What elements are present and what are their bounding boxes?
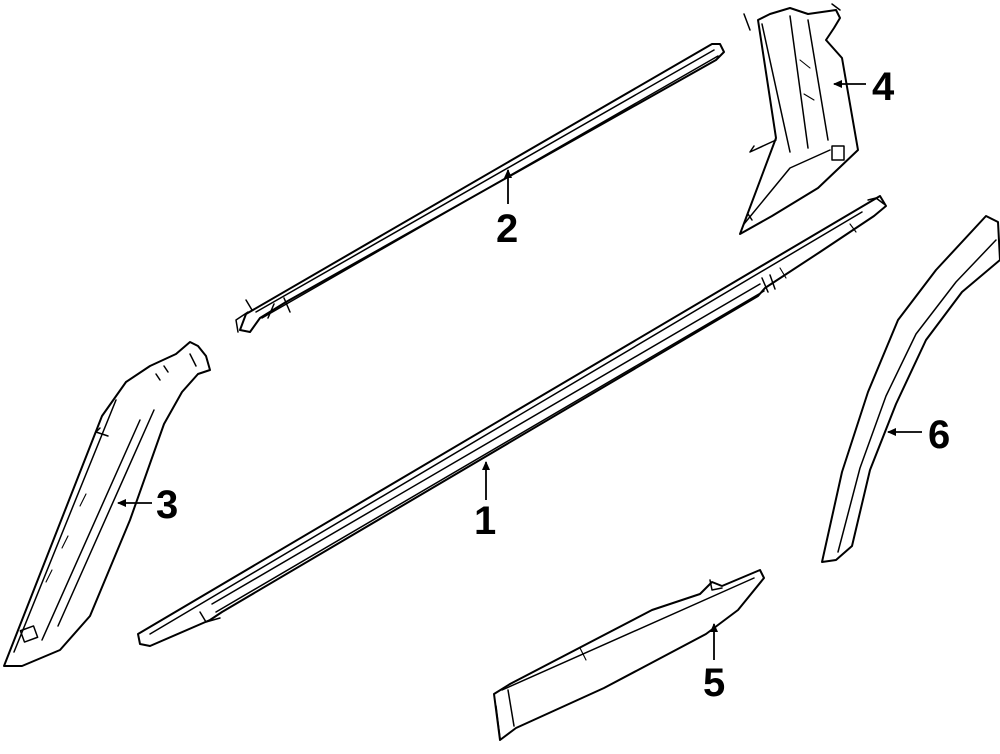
callout-3: 3	[156, 483, 178, 527]
callout-leaders	[117, 80, 922, 660]
part-1-belt-weatherstrip	[137, 195, 887, 647]
callout-6: 6	[928, 413, 950, 457]
part-5-lower-molding	[493, 569, 765, 741]
part-6-wheel-arch-molding	[821, 215, 1000, 563]
callout-labels: 1 2 3 4 5 6	[156, 65, 950, 705]
callout-4: 4	[872, 65, 895, 109]
part-4-rear-pillar-trim	[739, 3, 859, 235]
callout-1: 1	[474, 499, 496, 543]
callout-5: 5	[703, 661, 725, 705]
part-3-a-pillar-trim	[3, 341, 211, 667]
part-2-window-channel	[235, 43, 725, 333]
callout-2: 2	[496, 207, 518, 251]
